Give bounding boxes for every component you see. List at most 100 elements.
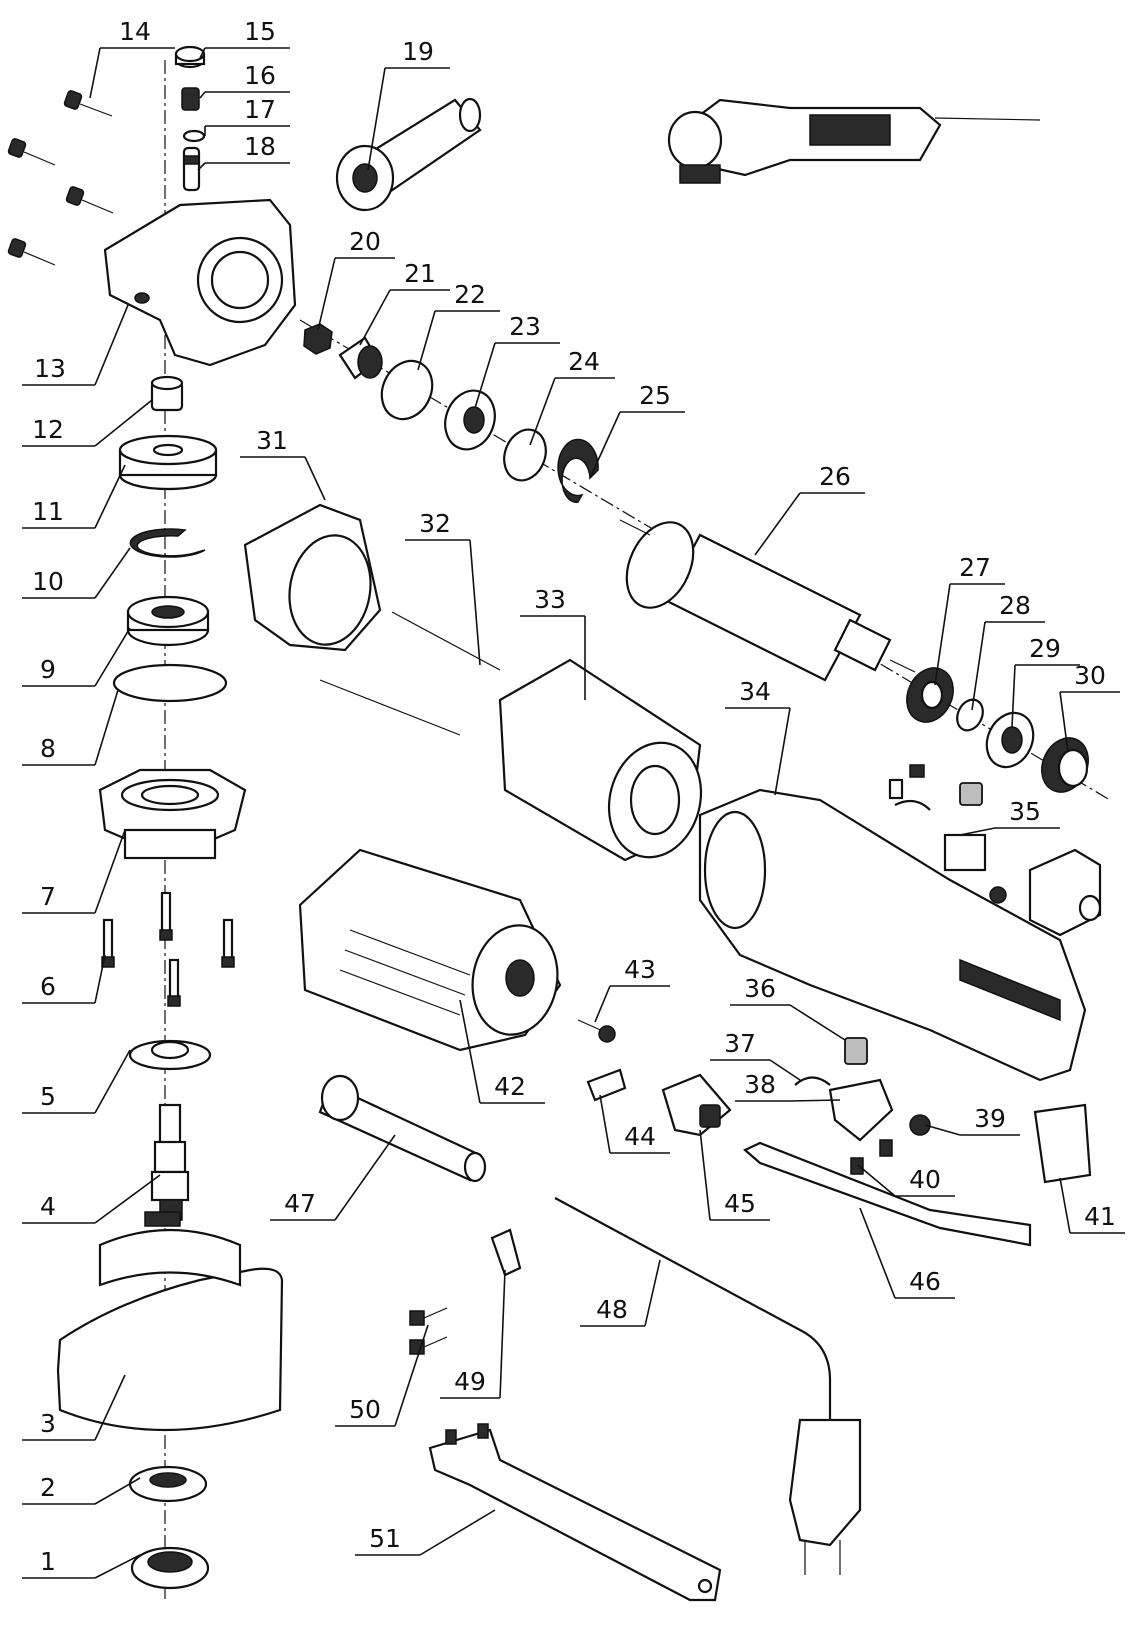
outer-flange-icon	[128, 1465, 208, 1503]
leader-line-31	[304, 456, 326, 501]
screw-40-icon	[850, 1139, 893, 1175]
leader-line-50	[394, 1324, 429, 1427]
ball-bearing-23-icon	[444, 389, 496, 451]
part-number-5: 5	[40, 1082, 56, 1111]
leader-line-36	[789, 1004, 846, 1041]
part-number-14: 14	[119, 17, 151, 46]
part-number-41: 41	[1084, 1202, 1116, 1231]
leader-line-49	[499, 1269, 506, 1399]
part-number-36: 36	[744, 974, 776, 1003]
leader-line-6	[94, 954, 106, 1004]
leader-line-19	[367, 67, 386, 171]
carbon-brush-upper-icon	[959, 782, 983, 806]
part-number-15: 15	[244, 17, 276, 46]
leader-line-45	[699, 1129, 711, 1221]
leader-line-37	[769, 1059, 801, 1081]
part-number-10: 10	[32, 567, 64, 596]
leader-line-26	[754, 492, 801, 556]
part-number-31: 31	[256, 426, 288, 455]
leader-line-22	[417, 310, 436, 371]
stator-icon	[498, 658, 703, 862]
part-number-21: 21	[404, 259, 436, 288]
screw-14-icon	[7, 90, 114, 266]
bearing-sleeve-icon	[1041, 737, 1089, 793]
part-number-47: 47	[284, 1189, 316, 1218]
leader-line-28	[971, 621, 986, 711]
leader-line-41	[1059, 1177, 1071, 1234]
part-number-32: 32	[419, 509, 451, 538]
leader-line-15	[199, 47, 206, 59]
leader-line-23	[474, 342, 496, 409]
part-number-22: 22	[454, 280, 486, 309]
motor-housing-icon	[298, 848, 562, 1052]
leader-line-29	[1011, 664, 1016, 728]
leader-line-10	[94, 547, 131, 599]
leader-line-34	[774, 707, 791, 796]
part-number-38: 38	[744, 1070, 776, 1099]
insulating-washer-icon	[956, 698, 984, 732]
part-number-39: 39	[974, 1104, 1006, 1133]
part-number-45: 45	[724, 1189, 756, 1218]
part-number-35: 35	[1009, 797, 1041, 826]
leader-line-8	[94, 689, 119, 766]
leader-line-25	[589, 411, 621, 479]
part-number-9: 9	[40, 655, 56, 684]
washer-icon	[503, 428, 547, 482]
part-number-27: 27	[959, 553, 991, 582]
lock-button-cap-icon	[174, 45, 206, 69]
rear-housing-icon	[698, 788, 1087, 1082]
part-number-11: 11	[32, 497, 64, 526]
part-number-16: 16	[244, 61, 276, 90]
leader-line-47	[334, 1134, 396, 1221]
part-number-48: 48	[596, 1295, 628, 1324]
leader-line-11	[94, 464, 126, 529]
part-number-19: 19	[402, 37, 434, 66]
part-number-7: 7	[40, 882, 56, 911]
leader-line-40	[857, 1164, 896, 1197]
wheel-guard-icon	[56, 1211, 284, 1432]
lock-pin-icon	[182, 146, 201, 192]
part-number-2: 2	[40, 1473, 56, 1502]
part-number-20: 20	[349, 227, 381, 256]
leader-line-35	[959, 827, 996, 836]
part-number-46: 46	[909, 1267, 941, 1296]
switch-icon	[1028, 848, 1102, 937]
lock-nut-icon	[130, 1546, 210, 1590]
leader-line-20	[317, 257, 336, 331]
pin-wrench-icon	[428, 1423, 722, 1602]
part-number-29: 29	[1029, 634, 1061, 663]
part-number-51: 51	[369, 1524, 401, 1553]
leader-line-44	[599, 1094, 611, 1154]
leader-line-51	[419, 1509, 496, 1556]
brush-clip-icon	[794, 1076, 831, 1086]
bearing-flange-icon	[118, 434, 218, 491]
leader-line-3	[94, 1374, 126, 1441]
assembled-grinder-icon	[667, 98, 1041, 184]
leader-line-38	[789, 1099, 841, 1102]
screw-43-icon	[577, 1019, 616, 1043]
part-number-6: 6	[40, 972, 56, 1001]
brush-holder-upper-icon	[888, 764, 1007, 904]
screw-50-icon	[409, 1307, 448, 1355]
part-number-40: 40	[909, 1165, 941, 1194]
part-number-8: 8	[40, 734, 56, 763]
part-number-24: 24	[568, 347, 600, 376]
leader-line-7	[94, 829, 126, 914]
capacitor-block-icon	[1033, 1103, 1092, 1184]
circlip-25-icon	[557, 438, 599, 503]
o-ring-icon	[112, 663, 228, 703]
part-number-30: 30	[1074, 661, 1106, 690]
part-number-49: 49	[454, 1367, 486, 1396]
leader-line-42	[459, 999, 481, 1104]
part-number-33: 33	[534, 585, 566, 614]
side-handle-47-icon	[318, 1074, 487, 1183]
switch-rod-icon	[742, 1141, 1032, 1247]
cord-clamp-icon	[490, 1228, 522, 1277]
part-number-23: 23	[509, 312, 541, 341]
long-screw-icon	[319, 611, 501, 736]
leader-line-18	[197, 162, 206, 171]
ball-bearing-29-icon	[985, 711, 1035, 769]
part-number-42: 42	[494, 1072, 526, 1101]
